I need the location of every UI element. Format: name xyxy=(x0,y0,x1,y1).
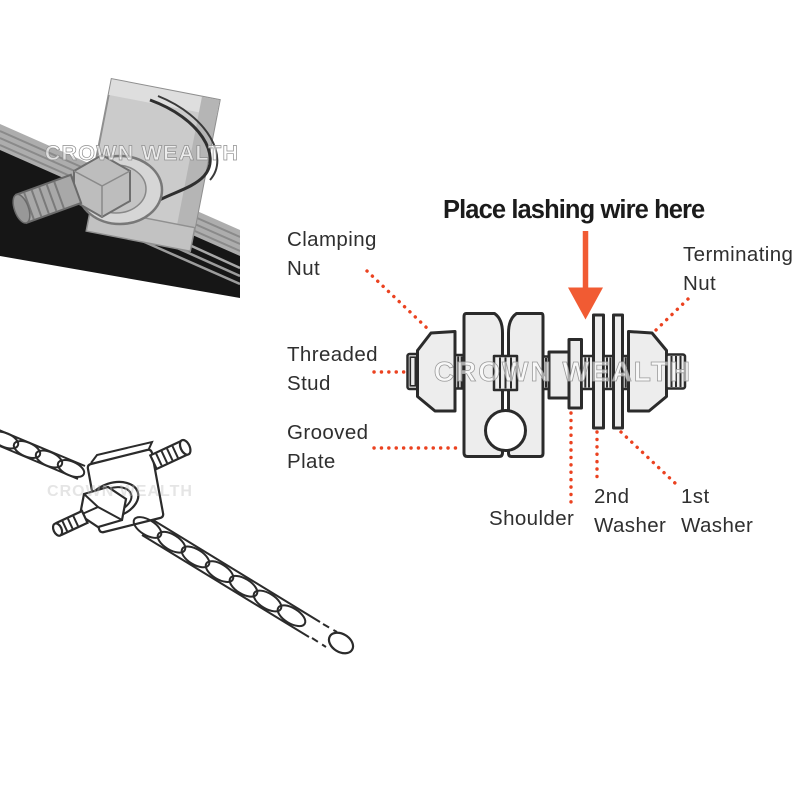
product-photo: CROWN WEALTH xyxy=(0,77,240,298)
threaded-stud-photo xyxy=(12,173,83,225)
thread-segment-center xyxy=(492,354,519,392)
photo-watermark: CROWN WEALTH xyxy=(45,141,239,165)
diagram-watermark: CROWN WEALTH xyxy=(434,356,692,387)
lashing-wire xyxy=(149,95,219,206)
rope-upper-segment xyxy=(0,429,86,480)
label-first-washer: 1st Washer xyxy=(681,485,754,537)
hex-nut xyxy=(73,153,131,219)
grooved-plate-hole xyxy=(484,409,527,452)
diagram-title: Place lashing wire here xyxy=(443,196,705,224)
terminating-nut-shape xyxy=(627,330,668,413)
label-clamping-nut: Clamping Nut xyxy=(287,228,377,280)
leader-terminating-nut xyxy=(654,297,690,332)
label-shoulder: Shoulder xyxy=(489,507,575,530)
hardware xyxy=(406,312,687,458)
leader-clamping-nut xyxy=(365,269,431,332)
clamping-nut-shape xyxy=(416,330,457,413)
threaded-stud-right-end xyxy=(665,353,687,390)
product-line-drawing: CROWN WEALTH xyxy=(0,429,355,655)
clamp-drawing xyxy=(51,438,192,537)
label-grooved-plate: Grooved Plate xyxy=(287,421,369,473)
rope-lower-segment xyxy=(132,516,355,655)
drawing-watermark: CROWN WEALTH xyxy=(47,483,193,500)
leader-lines xyxy=(365,269,690,504)
stud-upper xyxy=(148,438,192,471)
stud-lower-tip xyxy=(51,509,89,537)
assembly-diagram: CROWN WEALTH xyxy=(365,231,692,504)
lashing-wire-arrow-icon xyxy=(568,231,603,320)
label-terminating-nut: Terminating Nut xyxy=(683,243,794,295)
leader-first-washer xyxy=(619,430,678,486)
label-threaded-stud: Threaded Stud xyxy=(287,343,378,395)
label-second-washer: 2nd Washer xyxy=(594,485,667,537)
